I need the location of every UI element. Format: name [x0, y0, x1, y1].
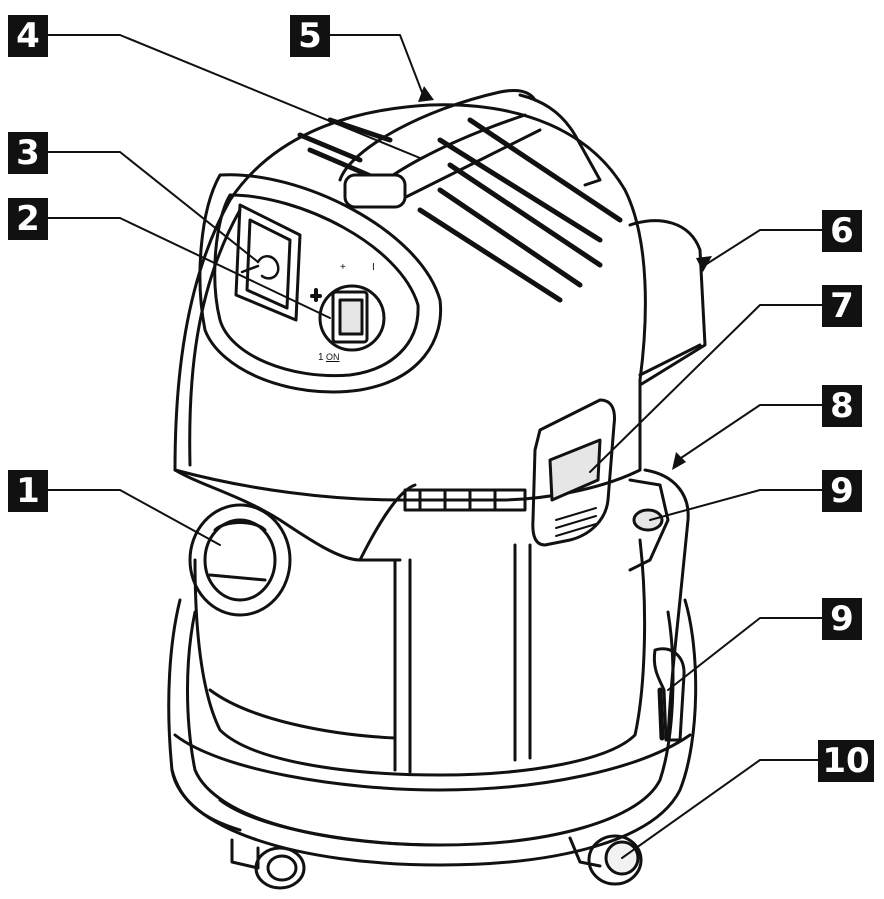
- socket-shape: [234, 203, 302, 322]
- leader-5: [329, 34, 426, 101]
- control-panel: [198, 173, 443, 394]
- base-tray: [167, 598, 698, 867]
- leader-lines: [47, 34, 823, 859]
- callout-10: 10: [818, 740, 874, 782]
- switch-mark-auto: I: [372, 262, 375, 273]
- leader-2: [47, 217, 331, 319]
- head-band: [173, 468, 527, 562]
- leader-4: [47, 34, 421, 159]
- arrowhead-5: [418, 86, 434, 102]
- leader-7: [589, 304, 823, 473]
- callout-6: 6: [822, 210, 862, 252]
- leader-1: [47, 489, 221, 546]
- callout-9-lower: 9: [822, 598, 862, 640]
- leader-9b: [667, 617, 823, 691]
- exhaust-shape: [628, 219, 707, 387]
- leader-arrowheads: [418, 86, 712, 470]
- callout-4: 4: [8, 15, 48, 57]
- leader-9a: [649, 489, 823, 521]
- callout-8: 8: [822, 385, 862, 427]
- switch-mark-on-number: 1: [318, 352, 324, 363]
- callout-5: 5: [290, 15, 330, 57]
- switch-mark-plus: +: [340, 262, 346, 273]
- switch-mark-on-text: ON: [326, 352, 340, 362]
- leader-3: [47, 151, 259, 263]
- callout-2: 2: [8, 198, 48, 240]
- callout-9-upper: 9: [822, 470, 862, 512]
- suction-inlet-shape: [188, 503, 292, 617]
- leader-6: [704, 229, 823, 266]
- latch-shape: [531, 398, 616, 547]
- carry-handle-shape: [338, 88, 602, 209]
- wheel-left: [230, 838, 306, 890]
- motor-head: [173, 103, 647, 502]
- container-bowl: [193, 538, 647, 777]
- callout-3: 3: [8, 132, 48, 174]
- arrowhead-8: [672, 452, 686, 470]
- switch-shape: [310, 284, 386, 352]
- side-holder: [628, 468, 690, 742]
- callout-7: 7: [822, 285, 862, 327]
- leader-10: [621, 759, 823, 859]
- callout-1: 1: [8, 470, 48, 512]
- arrowhead-6: [696, 256, 712, 272]
- leader-8: [674, 404, 823, 463]
